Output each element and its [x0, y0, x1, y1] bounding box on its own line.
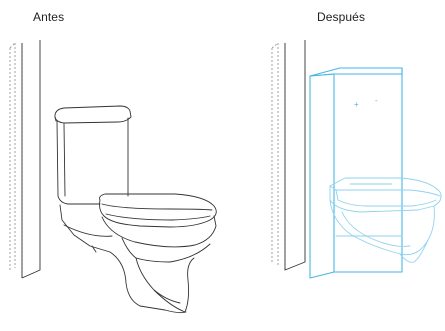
flush-minus-symbol: - [375, 96, 378, 105]
after-wall [272, 43, 285, 270]
after-wall-edge [285, 40, 305, 270]
wall-hung-toilet [330, 178, 441, 262]
classic-toilet [55, 106, 216, 313]
before-wall [10, 43, 22, 278]
before-wall-edge [22, 40, 40, 278]
flush-plus-symbol: + [354, 100, 359, 109]
